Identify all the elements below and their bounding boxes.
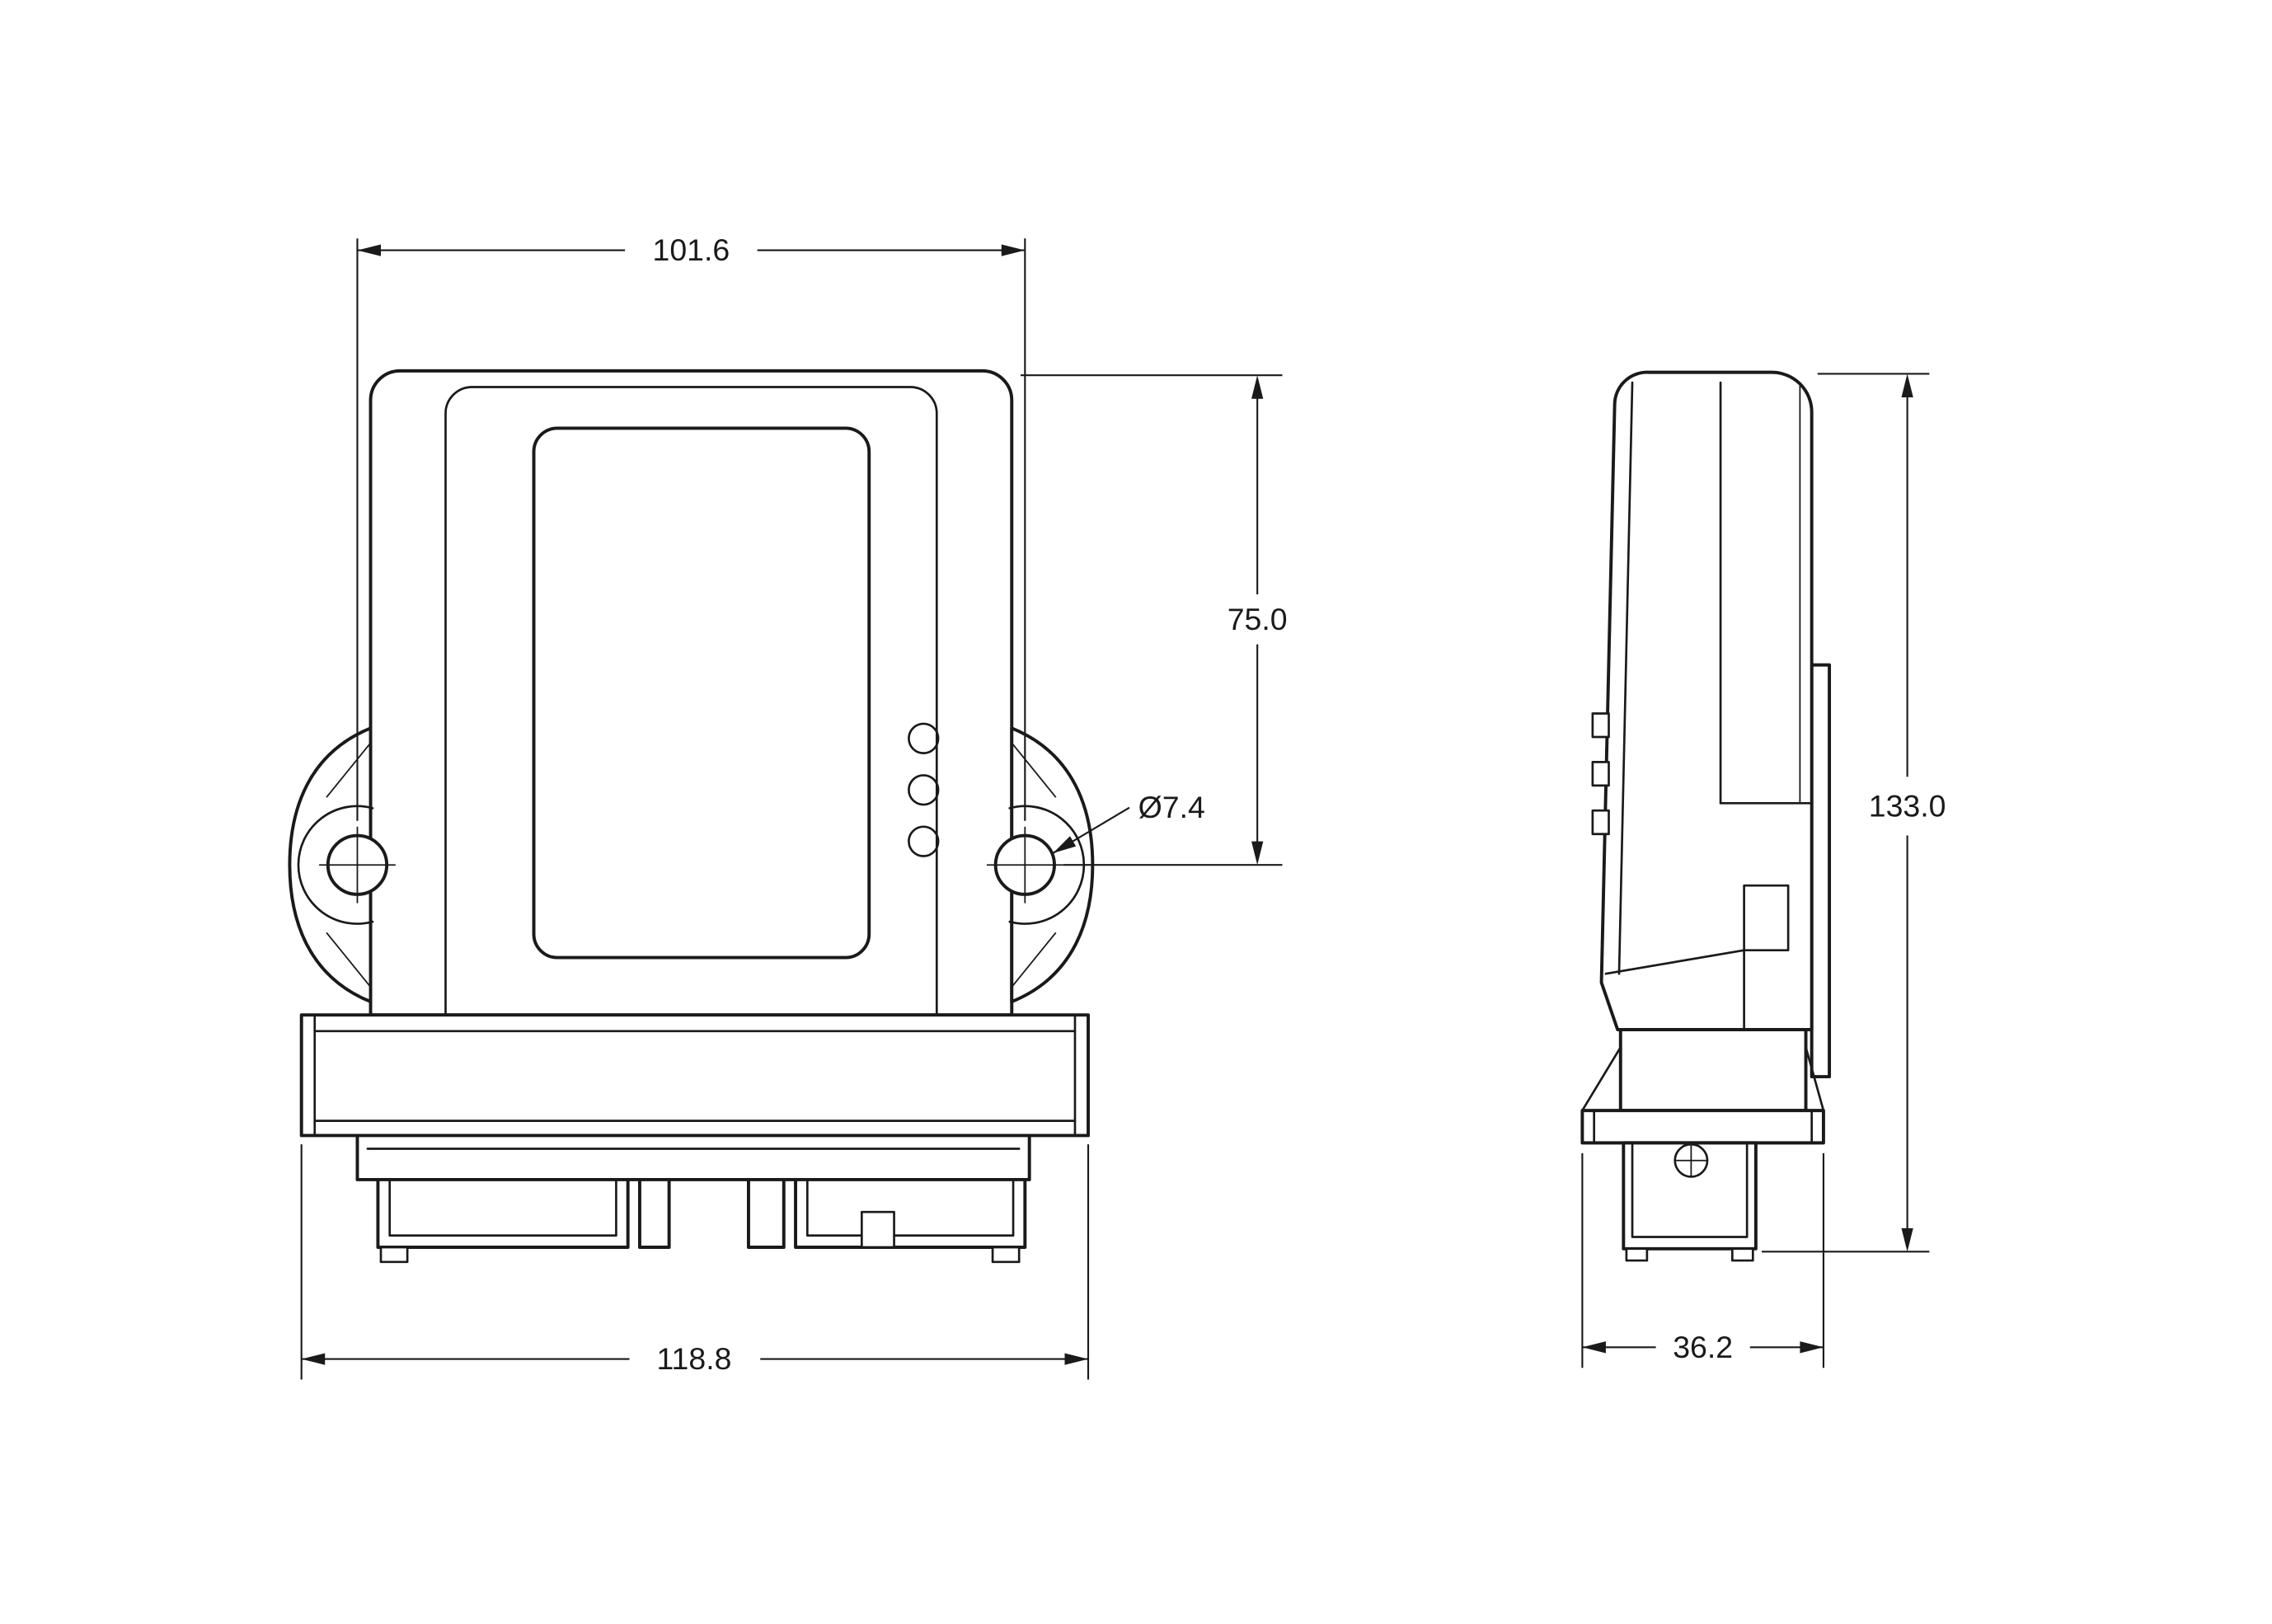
- connector-foot-right: [991, 1246, 1021, 1264]
- arrow-right: [1800, 1341, 1824, 1354]
- side-lower-connector: [1622, 1141, 1758, 1251]
- mounting-ear-left: [288, 726, 396, 1004]
- label-recess: [532, 426, 871, 960]
- mounting-ear-right: [986, 726, 1095, 1004]
- side-gusset-block: [1743, 884, 1790, 952]
- side-led-tick-3: [1591, 809, 1610, 836]
- connector-tabs: [376, 1177, 1027, 1264]
- arrow-left: [1582, 1341, 1606, 1354]
- connector-tab-3: [747, 1177, 786, 1249]
- side-connector: [1580, 1028, 1825, 1262]
- connector-shroud: [299, 1013, 1090, 1181]
- arrow-up: [1901, 373, 1913, 397]
- connector-key-notch: [860, 1210, 895, 1249]
- ear-boss-left: [297, 805, 374, 925]
- dim-hole-diameter-label: Ø7.4: [1138, 790, 1205, 824]
- side-foot-right: [1731, 1247, 1754, 1262]
- connector-tab-2: [637, 1177, 671, 1249]
- led-indicator-top: [908, 722, 940, 754]
- dimension-top-to-hole: 75.0: [1020, 374, 1288, 866]
- side-body-outline: [1599, 370, 1814, 1031]
- side-lower-connector-inner: [1631, 1142, 1749, 1238]
- dimension-hole-diameter: Ø7.4: [1052, 790, 1205, 854]
- arrow-right: [1064, 1353, 1089, 1365]
- arrow-leader: [1053, 836, 1077, 853]
- arrow-right: [1001, 244, 1026, 256]
- ear-gusset-left-bottom: [326, 932, 372, 988]
- dim-depth-label: 36.2: [1673, 1330, 1733, 1364]
- connector-tab-4-inner: [805, 1178, 1015, 1237]
- side-flange-band: [1580, 1109, 1825, 1145]
- arrow-left: [301, 1353, 326, 1365]
- side-body-inner-left: [1617, 381, 1634, 975]
- base-band: [299, 1013, 1090, 1138]
- side-flange-taper-right: [1805, 1046, 1825, 1112]
- dimension-depth: 36.2: [1581, 1152, 1825, 1368]
- dimension-base-width: 118.8: [300, 1144, 1090, 1380]
- side-connector-body: [1618, 1028, 1808, 1113]
- dim-hole-spacing-label: 101.6: [653, 232, 730, 267]
- arrow-up: [1251, 375, 1264, 399]
- connector-tab-4: [794, 1177, 1027, 1249]
- arrow-down: [1251, 841, 1264, 866]
- side-led-tick-2: [1591, 761, 1610, 787]
- housing-outline: [368, 368, 1014, 1017]
- connector-foot-left: [379, 1246, 409, 1264]
- side-flange-taper-left: [1581, 1046, 1622, 1112]
- arrow-left: [357, 244, 382, 256]
- ear-gusset-right-bottom: [1011, 932, 1057, 988]
- dim-base-width-label: 118.8: [656, 1341, 731, 1376]
- side-taper-line: [1604, 949, 1745, 1031]
- led-indicator-middle: [908, 774, 940, 806]
- ear-gusset-right-top: [1011, 742, 1057, 798]
- dimension-hole-spacing: 101.6: [356, 232, 1026, 821]
- dim-overall-height-label: 133.0: [1869, 788, 1946, 823]
- dim-top-to-hole-label: 75.0: [1228, 602, 1288, 636]
- ear-gusset-left-top: [326, 742, 372, 798]
- connector-tab-1: [376, 1177, 630, 1249]
- led-indicator-bottom: [908, 825, 940, 857]
- arrow-down: [1901, 1227, 1913, 1252]
- dimension-overall-height: 133.0: [1762, 373, 1946, 1253]
- front-view: [288, 368, 1095, 1264]
- side-foot-left: [1625, 1247, 1649, 1262]
- side-bracket-plate: [1810, 663, 1832, 1079]
- connector-tab-1-inner: [388, 1178, 617, 1237]
- connector-strip: [355, 1134, 1031, 1181]
- side-view: [1580, 370, 1832, 1262]
- dimensions: 101.6 75.0 Ø7.4 118.8: [300, 232, 1946, 1380]
- side-led-tick-1: [1591, 712, 1610, 739]
- housing-bezel: [444, 386, 938, 1016]
